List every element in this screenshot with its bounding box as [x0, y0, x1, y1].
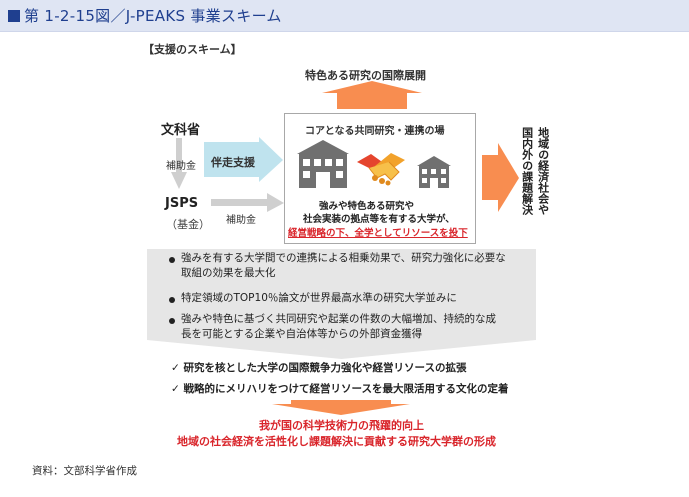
bullet-item-2: 特定領域のTOP10％論文が世界最高水準の研究大学並みに [181, 291, 457, 306]
up-arrow-international [322, 81, 422, 109]
outcome-line-1: 我が国の科学技術力の飛躍的向上 [259, 419, 424, 432]
center-desc-line-1: 強みや特色ある研究や [319, 201, 415, 212]
grant-label-2: 補助金 [226, 215, 256, 226]
down-arrow-outcome [272, 400, 410, 415]
check-item-1: ✓ 研究を核とした大学の国際競争力強化や経営リソースの拡張 [171, 360, 466, 375]
check-item-1-text: 研究を核とした大学の国際競争力強化や経営リソースの拡張 [183, 362, 467, 374]
right-arrow-grant [211, 193, 284, 212]
center-desc-line-2: 社会実装の拠点等を有する大学が、 [303, 214, 455, 225]
check-item-2-text: 戦略的にメリハリをつけて経営リソースを最大限活用する文化の定着 [183, 383, 509, 395]
panel-chevron [147, 340, 536, 359]
checkmark-icon: ✓ [171, 362, 184, 374]
bullet-1-line-1: 強みを有する大学間での連携による相乗効果で、研究力強化に必要な [181, 252, 506, 264]
figure-title: 第 1-2-15図／J-PEAKS 事業スキーム [24, 7, 282, 25]
outcome-line-2: 地域の社会経済を活性化し課題解決に貢献する研究大学群の形成 [177, 435, 496, 448]
bullet-dot-icon [169, 257, 175, 263]
right-arrow-impact [482, 143, 519, 212]
mext-label: 文科省 [161, 123, 201, 138]
handshake-icon [357, 153, 405, 186]
down-arrow-grant [171, 138, 187, 189]
top-arrow-label: 特色ある研究の国際展開 [305, 69, 426, 82]
checkmark-icon: ✓ [171, 383, 184, 395]
university-building-icon [297, 140, 349, 188]
right-text-line-2: 国内外の課題解決 [520, 127, 534, 215]
support-arrow [204, 137, 283, 182]
bullet-3-line-2: 長を可能とする企業や自治体等からの外部資金獲得 [181, 328, 423, 340]
section-label: 【支援のスキーム】 [143, 43, 242, 56]
grant-label-1: 補助金 [166, 161, 196, 172]
check-item-2: ✓ 戦略的にメリハリをつけて経営リソースを最大限活用する文化の定着 [171, 381, 508, 396]
jsps-label: JSPS [165, 196, 199, 211]
bullet-dot-icon [169, 318, 175, 324]
core-label: コアとなる共同研究・連携の場 [305, 126, 445, 137]
small-building-icon [417, 156, 451, 188]
effects-panel [147, 249, 536, 340]
bullet-item-3: 強みや特色に基づく共同研究や起業の件数の大幅増加、持続的な成 長を可能とする企業… [181, 312, 496, 342]
title-square-icon [8, 9, 20, 22]
jsps-fund-label: （基金） [166, 218, 210, 231]
center-desc-line-3: 経営戦略の下、全学としてリソースを投下 [288, 228, 468, 239]
bullet-dot-icon [169, 297, 175, 303]
bullet-1-line-2: 取組の効果を最大化 [181, 267, 276, 279]
right-text-line-1: 地域の経済社会や [536, 127, 550, 215]
bullet-3-line-1: 強みや特色に基づく共同研究や起業の件数の大幅増加、持続的な成 [181, 313, 496, 325]
figure-title-bar: 第 1-2-15図／J-PEAKS 事業スキーム [0, 0, 689, 32]
bullet-item-1: 強みを有する大学間での連携による相乗効果で、研究力強化に必要な 取組の効果を最大… [181, 251, 506, 281]
bullet-2-line-1: 特定領域のTOP10％論文が世界最高水準の研究大学並みに [181, 292, 457, 304]
source-note: 資料：文部科学省作成 [32, 465, 137, 477]
support-label: 伴走支援 [211, 156, 255, 169]
